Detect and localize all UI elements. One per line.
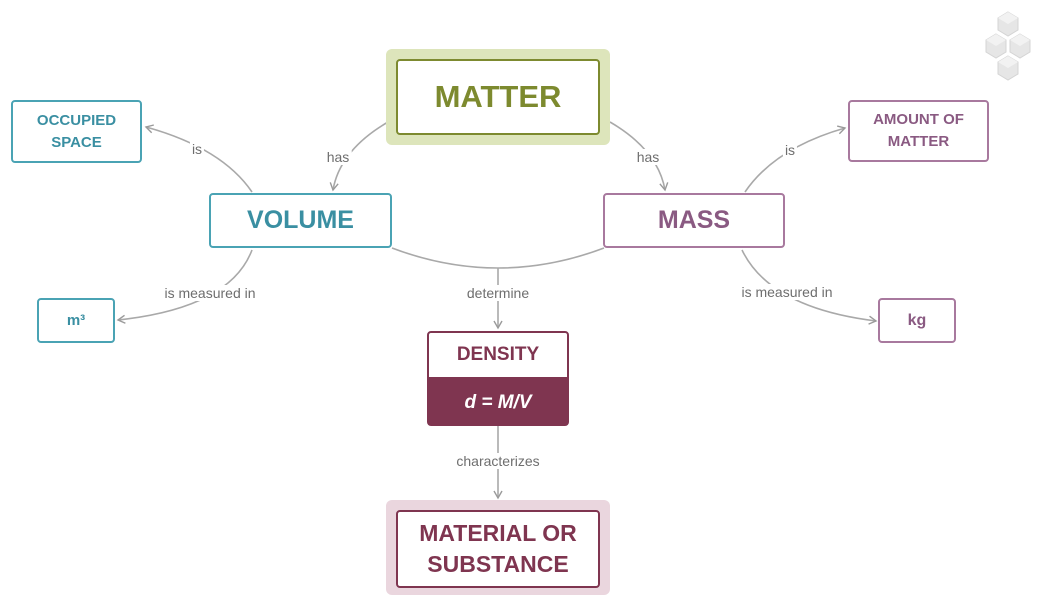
node-volume-unit: m³ <box>37 298 115 343</box>
node-mass-unit: kg <box>878 298 956 343</box>
cube-cluster-icon <box>985 11 1031 81</box>
node-mass: MASS <box>603 193 785 248</box>
link-label-volume-measured: is measured in <box>162 285 258 301</box>
node-material-or-substance: MATERIAL OR SUBSTANCE <box>396 510 600 588</box>
link-label-characterizes: characterizes <box>454 453 542 469</box>
link-label-determine: determine <box>464 285 532 301</box>
node-volume: VOLUME <box>209 193 392 248</box>
density-formula: d = M/V <box>427 379 569 426</box>
link-label-has-volume: has <box>324 149 352 165</box>
link-mass-amount <box>744 125 847 193</box>
node-density: DENSITY <box>427 331 569 379</box>
link-label-has-mass: has <box>634 149 662 165</box>
node-occupied-space: OCCUPIED SPACE <box>11 100 142 163</box>
node-amount-of-matter: AMOUNT OF MATTER <box>848 100 989 162</box>
link-label-is-amount: is <box>782 142 798 158</box>
link-volume-space <box>144 124 253 193</box>
link-label-mass-measured: is measured in <box>739 284 835 300</box>
node-matter: MATTER <box>396 59 600 135</box>
link-label-is-space: is <box>189 141 205 157</box>
link-volume-mass-arc <box>391 247 605 269</box>
